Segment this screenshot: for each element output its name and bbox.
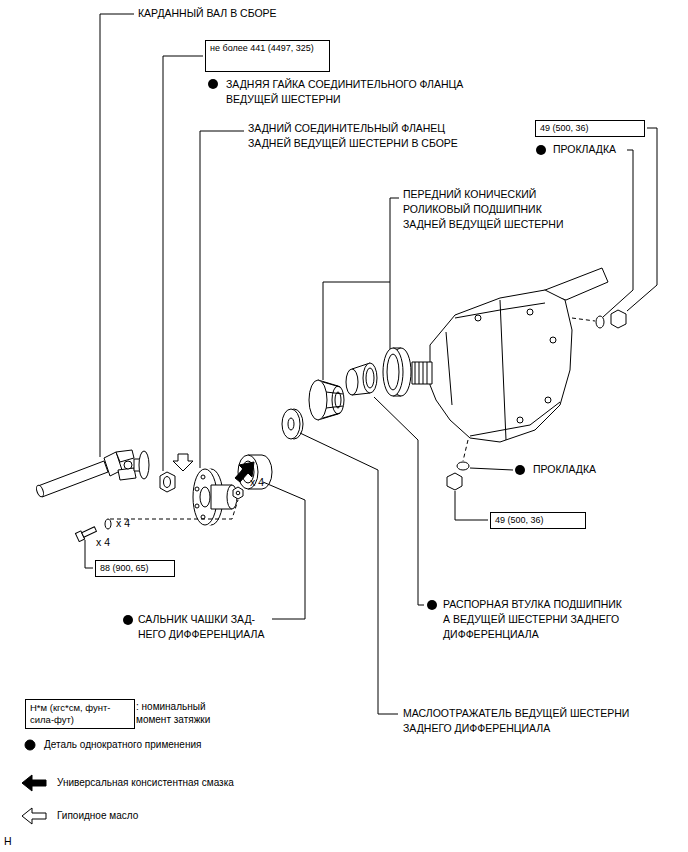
part-label: ЗАДНЯЯ ГАЙКА СОЕДИНИТЕЛЬНОГО ФЛАНЦА ВЕДУ…	[226, 77, 488, 107]
single-use-mark	[123, 79, 546, 625]
legend-text: : номинальный момент затяжки	[136, 700, 228, 726]
quantity-label: x 4	[116, 516, 130, 531]
oil-arrow	[173, 454, 193, 471]
leader-lines	[85, 14, 657, 714]
torque-box: 49 (500, 36)	[535, 120, 645, 137]
unit-box: Н*м (кгс*см, фунт-сила-фут)	[25, 699, 135, 729]
part-label: РАСПОРНАЯ ВТУЛКА ПОДШИПНИК А ВЕДУЩЕЙ ШЕС…	[443, 597, 627, 642]
torque-box: не более 441 (4497, 325)	[205, 40, 330, 72]
part-label: ЗАДНИЙ СОЕДИНИТЕЛЬНЫЙ ФЛАНЕЦ ЗАДНЕЙ ВЕДУ…	[248, 121, 468, 151]
part-label: ПЕРЕДНИЙ КОНИЧЕСКИЙ РОЛИКОВЫЙ ПОДШИПНИК …	[403, 187, 571, 232]
legend-text: Универсальная консистентная смазка	[57, 776, 234, 789]
bolt	[75, 525, 97, 542]
torque-value: 88 (900, 65)	[100, 563, 149, 574]
grease-arrow	[235, 462, 254, 482]
part-label: САЛЬНИК ЧАШКИ ЗАД- НЕГО ДИФФЕРЕНЦИАЛА	[138, 612, 280, 642]
legend-symbols	[22, 740, 46, 824]
torque-value: 49 (500, 36)	[495, 515, 544, 526]
plug	[447, 473, 462, 490]
torque-value: Н*м (кгс*см, фунт-сила-фут)	[30, 702, 128, 726]
oil-slinger	[282, 409, 300, 439]
flange-nut	[160, 472, 175, 492]
torque-box: 49 (500, 36)	[490, 512, 586, 529]
part-label: ПРОКЛАДКА	[553, 142, 616, 157]
plug	[611, 310, 626, 328]
legend-text: Деталь однократного применения	[44, 738, 201, 751]
legend-text: Гипоидное масло	[57, 809, 138, 822]
torque-value: не более 441 (4497, 325)	[210, 43, 314, 54]
part-label: КАРДАННЫЙ ВАЛ В СБОРЕ	[138, 6, 277, 21]
quantity-label: x 4	[96, 535, 110, 550]
washer	[105, 519, 111, 529]
part-label: ПРОКЛАДКА	[533, 462, 596, 477]
gasket	[596, 316, 604, 328]
shaft-tube	[38, 461, 108, 497]
torque-value: 49 (500, 36)	[540, 123, 589, 134]
part-label: МАСЛООТРАЖАТЕЛЬ ВЕДУЩЕЙ ШЕСТЕРНИ ЗАДНЕГО…	[403, 706, 653, 736]
gasket	[457, 462, 469, 470]
nut	[233, 487, 243, 499]
torque-box: 88 (900, 65)	[95, 560, 175, 577]
figure-code: H	[4, 834, 12, 849]
differential-housing	[430, 290, 572, 442]
quantity-label: x 4	[250, 475, 264, 490]
